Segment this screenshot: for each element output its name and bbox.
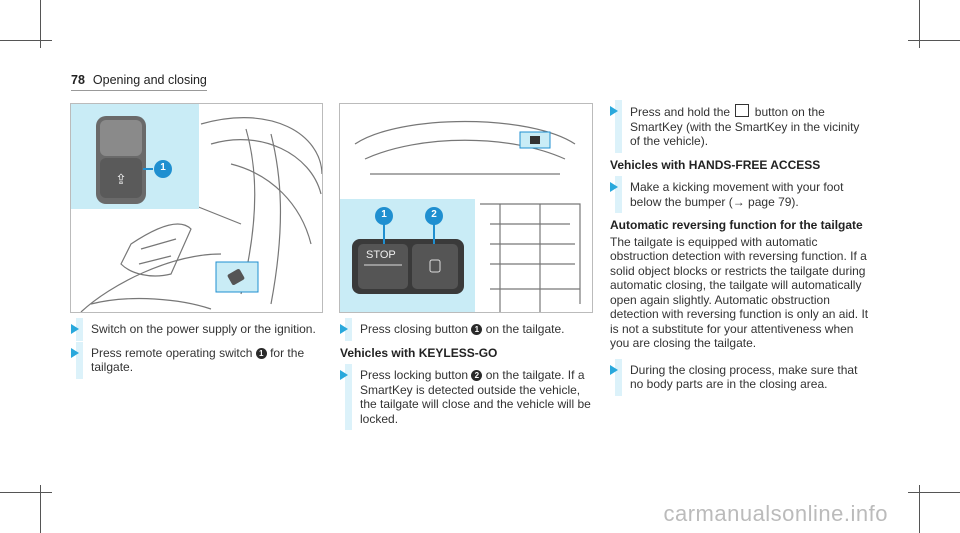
- page-title: Opening and closing: [92, 73, 207, 87]
- step-text: Make a kicking movement with your foot b…: [630, 180, 844, 209]
- step-text: button on the SmartKey (with the SmartKe…: [630, 105, 860, 148]
- tailgate-illustration: [340, 120, 581, 312]
- step: Press remote operating switch 1 for the …: [71, 341, 321, 379]
- section-heading: Automatic reversing function for the tai…: [610, 218, 863, 232]
- arrow-icon: [71, 324, 79, 334]
- step-text: Press closing button: [360, 322, 469, 336]
- page-number: 78: [71, 73, 85, 87]
- figure-tailgate: STOP 1 2: [339, 103, 593, 313]
- door-illustration: ⇪: [71, 104, 322, 312]
- stop-label: STOP: [366, 249, 396, 261]
- step: During the closing process, make sure th…: [610, 358, 870, 396]
- section-heading: Vehicles with KEYLESS-GO: [340, 345, 498, 360]
- step-text: Press remote operating switch: [91, 345, 253, 360]
- step: Make a kicking movement with your foot b…: [610, 176, 870, 213]
- step: Press and hold the button on the SmartKe…: [610, 100, 870, 153]
- page-header: 78 Opening and closing: [71, 73, 207, 87]
- step-text: Press and hold the: [630, 105, 731, 119]
- tailgate-icon: [735, 104, 750, 117]
- paragraph: The tailgate is equipped with automatic …: [610, 234, 869, 351]
- step-text: Switch on the power supply or the igniti…: [91, 322, 316, 336]
- watermark: carmanualsonline.info: [663, 501, 888, 526]
- arrow-icon: [610, 364, 618, 375]
- number-badge: 2: [471, 370, 483, 381]
- arrow-icon: [340, 370, 348, 380]
- number-badge: 1: [255, 347, 267, 359]
- callout-1: 1: [381, 209, 387, 220]
- step: Press locking button 2 on the tailgate. …: [340, 364, 595, 430]
- step-text: Press locking button: [360, 368, 469, 382]
- arrow-icon: [71, 347, 79, 358]
- arrow-icon: [340, 324, 348, 334]
- column-2: Press closing button 1 on the tailgate. …: [340, 318, 595, 435]
- step-text: on the tailgate. If a SmartKey is detect…: [360, 368, 591, 426]
- step: Press closing button 1 on the tailgate.: [340, 318, 595, 341]
- section-heading: Vehicles with HANDS-FREE ACCESS: [610, 157, 821, 172]
- step-text: on the tailgate.: [485, 322, 565, 336]
- svg-text:⇪: ⇪: [115, 172, 127, 188]
- callout-2: 2: [431, 209, 437, 220]
- callout-1: 1: [160, 162, 166, 173]
- arrow-icon: [610, 106, 618, 116]
- column-3: Press and hold the button on the SmartKe…: [610, 100, 870, 401]
- arrow-icon: [610, 182, 618, 192]
- step-text: for the tailgate.: [91, 345, 305, 375]
- step: Switch on the power supply or the igniti…: [71, 318, 321, 341]
- step-text: During the closing process, make sure th…: [630, 362, 858, 392]
- header-rule: [71, 90, 207, 91]
- column-1: Switch on the power supply or the igniti…: [71, 318, 321, 384]
- figure-door-switch: ⇪ 1: [70, 103, 323, 313]
- number-badge: 1: [471, 324, 483, 335]
